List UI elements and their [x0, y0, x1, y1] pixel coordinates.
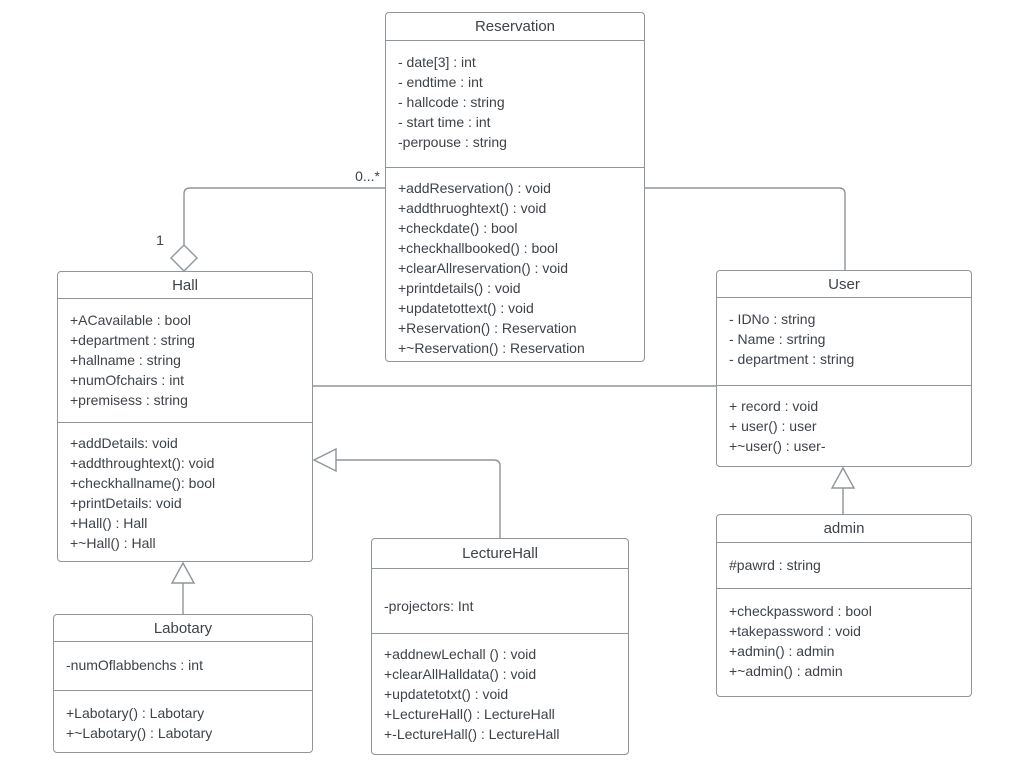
member-line: +checkhallname(): bool: [70, 475, 216, 491]
member-line: +~Hall() : Hall: [70, 535, 156, 551]
member-line: -numOflabbenchs : int: [66, 657, 203, 673]
edge-aggregation-hall-reservation[interactable]: [170, 187, 385, 272]
class-title: admin: [717, 515, 971, 543]
member-line: +updatetotxt() : void: [384, 686, 509, 702]
class-methods: + record : void + user() : user +~user() :…: [717, 386, 971, 466]
aggregation-diamond-icon: [170, 244, 198, 272]
member-line: +checkhallbooked() : bool: [398, 240, 558, 256]
class-attributes: #pawrd : string: [717, 543, 971, 589]
edge-inheritance-admin-user[interactable]: [830, 466, 856, 514]
multiplicity-label-one: 1: [156, 232, 164, 248]
member-line: +addReservation() : void: [398, 180, 551, 196]
member-line: +updatetottext() : void: [398, 300, 534, 316]
member-line: +addthroughtext(): void: [70, 455, 215, 471]
member-line: +takepassword : void: [729, 623, 861, 639]
class-title: LectureHall: [372, 539, 628, 569]
class-attributes: +ACavailable : bool +department : string +…: [58, 299, 312, 423]
member-line: +department : string: [70, 332, 195, 348]
class-user[interactable]: User - IDNo : string - Name : srtring - de…: [716, 270, 972, 467]
member-line: +clearAllreservation() : void: [398, 260, 569, 276]
member-line: +~Labotary() : Labotary: [66, 725, 213, 741]
member-line: + user() : user: [729, 418, 817, 434]
member-line: #pawrd : string: [729, 557, 821, 573]
class-attributes: -numOflabbenchs : int: [54, 642, 312, 691]
class-lecturehall[interactable]: LectureHall -projectors: Int +addnewLech…: [371, 538, 629, 755]
edge-inheritance-lecturehall-hall[interactable]: [312, 447, 501, 538]
member-line: +~admin() : admin: [729, 663, 843, 679]
inheritance-arrow-icon: [170, 561, 196, 584]
member-line: +addthruoghtext() : void: [398, 200, 547, 216]
member-line: - start time : int: [398, 114, 491, 130]
member-line: +-LectureHall() : LectureHall: [384, 726, 560, 742]
edge-inheritance-labotary-hall[interactable]: [170, 561, 196, 614]
member-line: +hallname : string: [70, 352, 181, 368]
class-labotary[interactable]: Labotary -numOflabbenchs : int +Labotary…: [53, 614, 313, 753]
class-hall[interactable]: Hall +ACavailable : bool +department : st…: [57, 271, 313, 562]
class-methods: +addnewLechall () : void +clearAllHalldat…: [372, 634, 628, 754]
member-line: - hallcode : string: [398, 94, 505, 110]
inheritance-arrow-icon: [830, 466, 856, 489]
member-line: +clearAllHalldata() : void: [384, 666, 537, 682]
inheritance-arrow-icon: [312, 447, 337, 473]
multiplicity-label-many: 0...*: [355, 168, 380, 184]
member-line: +addnewLechall () : void: [384, 646, 537, 662]
class-attributes: -projectors: Int: [372, 569, 628, 634]
member-line: +LectureHall() : LectureHall: [384, 706, 555, 722]
member-line: +addDetails: void: [70, 435, 178, 451]
member-line: - department : string: [729, 351, 855, 367]
member-line: +~user() : user-: [729, 438, 826, 454]
member-line: -perpouse : string: [398, 134, 507, 150]
class-title: Labotary: [54, 615, 312, 642]
class-attributes: - date[3] : int - endtime : int - hallcode…: [386, 41, 644, 168]
class-title: Reservation: [386, 13, 644, 41]
member-line: +checkdate() : bool: [398, 220, 518, 236]
member-line: +checkpassword : bool: [729, 603, 872, 619]
member-line: +premisess : string: [70, 392, 188, 408]
member-line: - IDNo : string: [729, 311, 816, 327]
class-methods: +Labotary() : Labotary +~Labotary() : Lab…: [54, 691, 312, 752]
class-reservation[interactable]: Reservation - date[3] : int - endtime : i…: [385, 12, 645, 362]
member-line: +Hall() : Hall: [70, 515, 148, 531]
member-line: +admin() : admin: [729, 643, 835, 659]
class-methods: +addReservation() : void +addthruoghtext(…: [386, 168, 644, 361]
class-methods: +checkpassword : bool +takepassword : voi…: [717, 589, 971, 696]
class-attributes: - IDNo : string - Name : srtring - departm…: [717, 298, 971, 386]
member-line: +~Reservation() : Reservation: [398, 340, 585, 356]
member-line: +ACavailable : bool: [70, 312, 192, 328]
class-methods: +addDetails: void +addthroughtext(): void…: [58, 423, 312, 561]
member-line: +printdetails() : void: [398, 280, 521, 296]
member-line: - endtime : int: [398, 74, 483, 90]
member-line: - Name : srtring: [729, 331, 826, 347]
member-line: +Reservation() : Reservation: [398, 320, 577, 336]
edge-association-reservation-user[interactable]: [645, 187, 846, 270]
member-line: +Labotary() : Labotary: [66, 705, 205, 721]
class-title: User: [717, 271, 971, 298]
member-line: +numOfchairs : int: [70, 372, 184, 388]
member-line: -projectors: Int: [384, 598, 474, 614]
class-admin[interactable]: admin #pawrd : string +checkpassword : b…: [716, 514, 972, 697]
member-line: - date[3] : int: [398, 54, 476, 70]
member-line: +printDetails: void: [70, 495, 182, 511]
member-line: + record : void: [729, 398, 819, 414]
class-title: Hall: [58, 272, 312, 299]
